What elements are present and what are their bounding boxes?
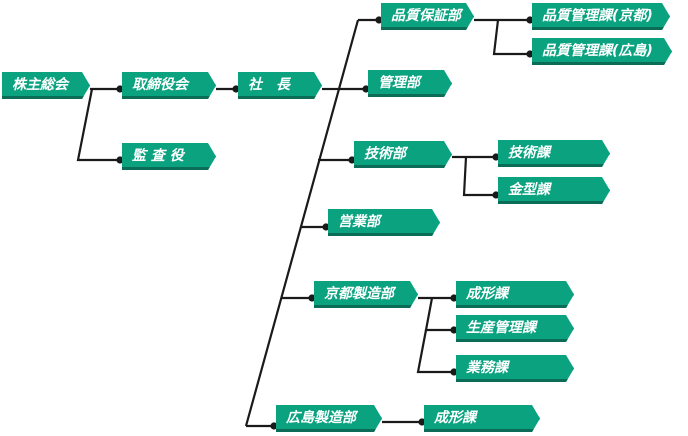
- dot-qm-kyoto: [526, 16, 534, 24]
- node-molding-sec-hiroshima: 成形課: [424, 405, 540, 432]
- dot-qa: [375, 16, 383, 24]
- dot-molding-hiroshima: [418, 418, 426, 426]
- node-molding-sec-kyoto: 成形課: [456, 281, 574, 308]
- dot-auditor: [116, 156, 124, 164]
- dot-kyoto-mfg: [308, 294, 316, 302]
- node-prod-mgmt-sec: 生産管理課: [456, 315, 574, 342]
- dot-molding-kyoto: [450, 294, 458, 302]
- node-qm-kyoto: 品質管理課(京都): [532, 3, 670, 30]
- node-hiroshima-mfg: 広島製造部: [276, 405, 382, 432]
- line-qm-hiroshima: [492, 19, 530, 56]
- dot-board: [116, 85, 124, 93]
- node-president: 社 長: [238, 72, 322, 99]
- node-mold-sec: 金型課: [498, 177, 610, 204]
- dot-sales: [322, 223, 330, 231]
- node-qm-hiroshima: 品質管理課(広島): [532, 38, 672, 65]
- node-shareholders: 株主総会: [2, 72, 90, 99]
- dot-tech-sec: [492, 153, 500, 161]
- dot-ops: [450, 368, 458, 376]
- dot-prod-mgmt: [450, 326, 458, 334]
- node-ops-sec: 業務課: [456, 355, 574, 382]
- node-tech-dept: 技術部: [354, 141, 452, 168]
- node-sales-dept: 営業部: [328, 209, 440, 236]
- dot-admin: [362, 85, 370, 93]
- line-ops: [416, 329, 454, 374]
- line-mold-sec: [462, 156, 496, 197]
- node-admin-dept: 管理部: [368, 70, 452, 97]
- dot-tech: [348, 156, 356, 164]
- main-trunk: [244, 19, 360, 427]
- line-shareholders-auditor: [76, 88, 120, 162]
- dot-hiroshima-mfg: [270, 422, 278, 430]
- line-prod-mgmt: [424, 297, 454, 332]
- node-qa-dept: 品質保証部: [381, 3, 474, 30]
- dot-mold-sec: [492, 191, 500, 199]
- node-auditor: 監 査 役: [122, 143, 216, 170]
- node-board: 取締役会: [122, 72, 216, 99]
- node-tech-sec: 技術課: [498, 140, 610, 167]
- dot-president: [232, 85, 240, 93]
- dot-qm-hiroshima: [526, 50, 534, 58]
- node-kyoto-mfg: 京都製造部: [314, 281, 418, 308]
